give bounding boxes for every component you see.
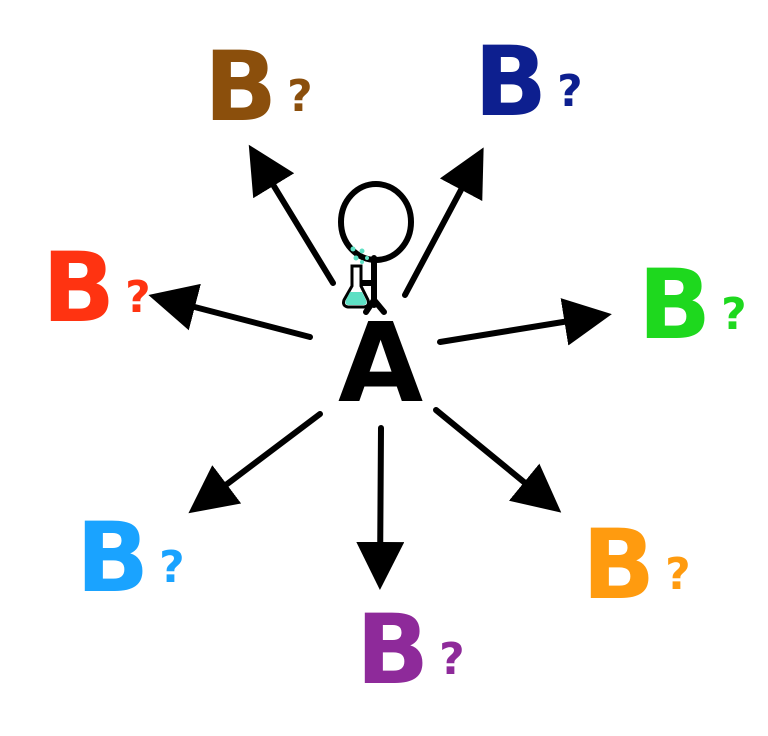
node-b-left: B ? — [42, 232, 151, 344]
node-label: B — [76, 502, 150, 614]
node-label: B — [582, 509, 656, 621]
arrow-to-bottom-right — [433, 407, 562, 513]
question-mark: ? — [287, 71, 313, 122]
question-mark: ? — [557, 66, 583, 117]
flask-icon — [342, 246, 370, 309]
question-mark: ? — [439, 634, 465, 685]
question-mark: ? — [125, 272, 151, 323]
question-mark: ? — [721, 289, 747, 340]
arrow-to-top-right — [402, 147, 484, 298]
node-label: B — [42, 232, 116, 344]
node-b-top-left: B ? — [204, 31, 313, 143]
node-label: B — [638, 249, 712, 361]
arrow-to-top-left — [248, 144, 336, 286]
arrow-to-left — [148, 283, 313, 340]
node-label: B — [356, 594, 430, 706]
arrow-to-bottom-left — [188, 411, 323, 514]
scientist-figure-icon — [338, 181, 414, 315]
node-b-bottom-right: B ? — [582, 509, 691, 621]
node-label: B — [204, 31, 278, 143]
question-mark: ? — [159, 542, 185, 593]
arrow-to-bottom — [356, 425, 405, 590]
node-b-bottom: B ? — [356, 594, 465, 706]
node-b-right: B ? — [638, 249, 747, 361]
node-b-top-right: B ? — [474, 26, 583, 138]
node-label: B — [474, 26, 548, 138]
node-a: A — [338, 299, 424, 427]
node-b-bottom-left: B ? — [76, 502, 185, 614]
arrow-to-right — [437, 298, 612, 346]
question-mark: ? — [665, 549, 691, 600]
